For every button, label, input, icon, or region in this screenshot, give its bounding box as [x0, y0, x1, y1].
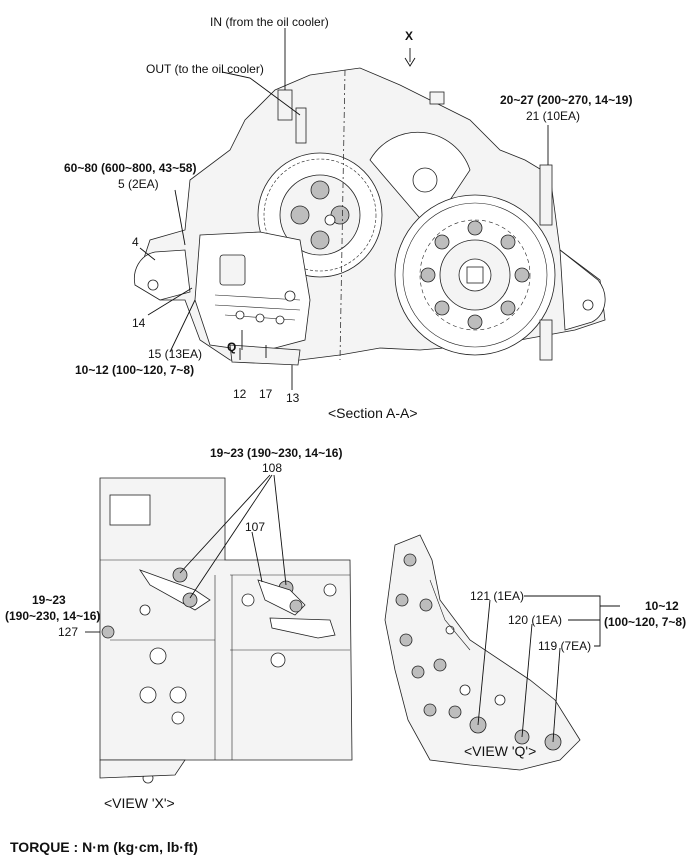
view-x-window — [109, 494, 151, 526]
part-21-qty: 21 (10EA) — [526, 109, 580, 123]
bolt-108a — [172, 567, 188, 583]
part-13-label: 13 — [286, 391, 300, 405]
part-108-label: 108 — [262, 461, 282, 475]
view-x-marker: X — [405, 29, 413, 43]
part-17-label: 17 — [259, 387, 273, 401]
cooler-in-fitting — [277, 89, 293, 121]
part-121-qty: 121 (1EA) — [470, 589, 524, 603]
bracket-hole — [147, 279, 159, 291]
view-q-labels: 121 (1EA) 120 (1EA) 119 (7EA) 10~12 (100… — [464, 589, 686, 759]
torque-label-view-q-line1: 10~12 — [645, 599, 679, 613]
right-bracket-hole — [582, 299, 594, 311]
in-from-oil-cooler-label: IN (from the oil cooler) — [210, 15, 329, 29]
torque-label-bolt-15: 10~12 (100~120, 7~8) — [75, 363, 194, 377]
oil-line — [269, 617, 336, 639]
view-q-marker: Q — [227, 340, 236, 354]
part-14-label: 14 — [132, 316, 146, 330]
view-x-leaders — [85, 474, 287, 633]
view-x-labels: 19~23 (190~230, 14~16) 108 107 19~23 (19… — [5, 446, 342, 811]
view-q-caption: <VIEW 'Q'> — [464, 743, 536, 759]
section-aa-drawing — [133, 67, 606, 366]
section-aa-leaders — [139, 28, 549, 390]
section-aa-caption: <Section A-A> — [328, 405, 418, 421]
torque-unit-footer: TORQUE : N·m (kg·cm, lb·ft) — [10, 839, 198, 855]
torque-label-bolt-21: 20~27 (200~270, 14~19) — [500, 93, 632, 107]
torque-label-bolt-108: 19~23 (190~230, 14~16) — [210, 446, 342, 460]
cooler-out-fitting — [295, 107, 307, 144]
part-4-label: 4 — [132, 235, 139, 249]
left-bracket — [133, 249, 191, 301]
view-q-drawing — [384, 534, 581, 771]
torque-label-view-q-line2: (100~120, 7~8) — [604, 615, 686, 629]
bolt-108b — [182, 592, 198, 608]
bolt-107 — [289, 599, 303, 613]
part-120-qty: 120 (1EA) — [508, 613, 562, 627]
bolt-127 — [101, 625, 115, 639]
torque-label-bolt-127-line2: (190~230, 14~16) — [5, 609, 100, 623]
part-15-qty: 15 (13EA) — [148, 347, 202, 361]
part-107-label: 107 — [245, 520, 265, 534]
bolt-column — [539, 164, 553, 226]
part-127-label: 127 — [58, 625, 78, 639]
section-aa-labels: IN (from the oil cooler) OUT (to the oil… — [64, 15, 632, 421]
out-to-oil-cooler-label: OUT (to the oil cooler) — [146, 62, 264, 76]
view-q-leaders — [477, 595, 620, 743]
flywheel-bolt — [467, 220, 483, 236]
view-x-caption: <VIEW 'X'> — [104, 795, 175, 811]
view-q-bolt — [403, 553, 417, 567]
part-5-qty: 5 (2EA) — [118, 177, 159, 191]
torque-label-bolt-127-line1: 19~23 — [32, 593, 66, 607]
gear-bolt — [310, 180, 330, 200]
oil-pan — [229, 344, 301, 366]
part-12-label: 12 — [233, 387, 247, 401]
view-x-drawing — [99, 477, 353, 784]
part-119-qty: 119 (7EA) — [538, 639, 591, 653]
torque-label-bolt-5: 60~80 (600~800, 43~58) — [64, 161, 196, 175]
right-bracket — [559, 249, 606, 331]
